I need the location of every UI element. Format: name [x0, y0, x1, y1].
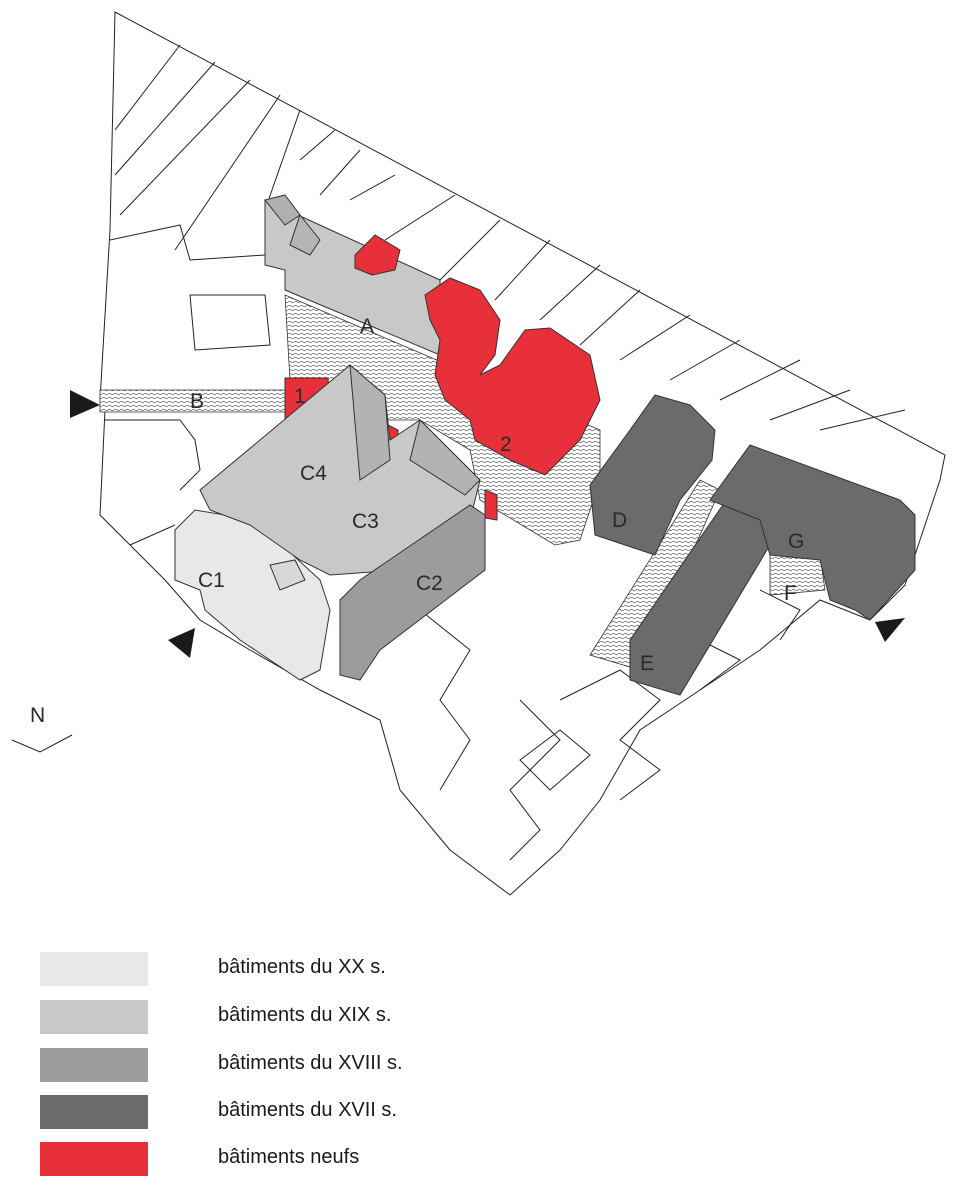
building-c2: [339, 504, 486, 681]
legend-row-xvii: bâtiments du XVII s.: [40, 1095, 640, 1131]
legend-row-xix: bâtiments du XIX s.: [40, 1000, 640, 1036]
legend-label-xix: bâtiments du XIX s.: [218, 1004, 392, 1026]
parcel-lines: [99, 11, 946, 896]
legend-row-xviii: bâtiments du XVIII s.: [40, 1048, 640, 1084]
legend-swatch-xx: [40, 952, 148, 986]
building-c4-c3: [199, 363, 481, 576]
label-c1: C1: [198, 569, 225, 592]
building-d: [589, 394, 716, 556]
north-label: N: [30, 704, 45, 727]
legend-label-neufs: bâtiments neufs: [218, 1146, 360, 1168]
label-2: 2: [500, 433, 512, 456]
legend-label-xvii: bâtiments du XVII s.: [218, 1099, 397, 1121]
legend: bâtiments du XX s. bâtiments du XIX s. b…: [0, 935, 960, 1185]
new-building-2: [424, 277, 601, 476]
label-1: 1: [294, 385, 306, 408]
legend-swatch-xvii: [40, 1095, 148, 1129]
legend-swatch-neufs: [40, 1142, 148, 1176]
label-d: D: [612, 509, 627, 532]
axonometric-site-plan: N A B 1 2 C4 C3 C1 C2 D E F G: [11, 11, 946, 896]
label-a: A: [360, 315, 374, 338]
legend-row-neufs: bâtiments neufs: [40, 1142, 640, 1178]
legend-swatch-xviii: [40, 1048, 148, 1082]
legend-swatch-xix: [40, 1000, 148, 1034]
label-e: E: [640, 652, 654, 675]
label-c4: C4: [300, 462, 327, 485]
label-b: B: [190, 390, 204, 413]
building-a: [264, 194, 441, 356]
new-building-small: [354, 234, 401, 276]
legend-row-xx: bâtiments du XX s.: [40, 952, 640, 988]
label-c2: C2: [416, 572, 443, 595]
legend-label-xviii: bâtiments du XVIII s.: [218, 1052, 403, 1074]
north-arrow-icon: [11, 734, 73, 753]
legend-label-xx: bâtiments du XX s.: [218, 956, 386, 978]
building-g: [709, 444, 916, 621]
label-f: F: [784, 582, 797, 605]
label-g: G: [788, 530, 804, 553]
arrow-marker-icon: [70, 390, 905, 658]
label-c3: C3: [352, 510, 379, 533]
